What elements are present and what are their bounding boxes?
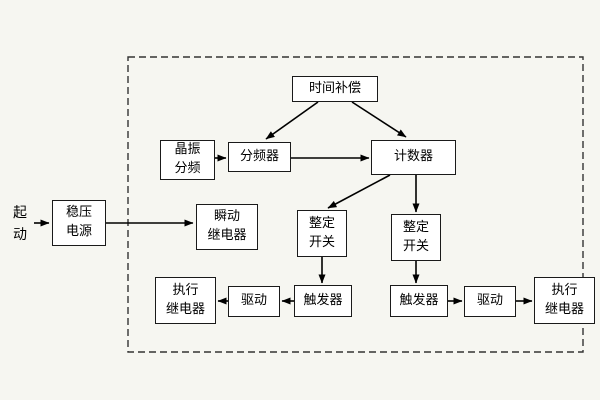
node-setting-switch-left: 整定 开关 (297, 210, 347, 257)
node-instant-relay: 瞬动 继电器 (196, 204, 258, 250)
node-frequency-divider: 分频器 (228, 142, 291, 172)
node-trigger-left: 触发器 (294, 285, 352, 317)
node-drive-left: 驱动 (228, 286, 280, 317)
arrow-timecomp-to-counter (351, 101, 407, 138)
arrow-counter-to-switch-left (327, 174, 391, 209)
start-label: 起 动 (13, 205, 27, 243)
node-trigger-right: 触发器 (390, 285, 448, 317)
node-exec-relay-left: 执行 继电器 (155, 277, 216, 324)
node-drive-right: 驱动 (464, 286, 516, 317)
node-exec-relay-right: 执行 继电器 (534, 277, 595, 324)
node-crystal-divider: 晶振 分频 (160, 140, 215, 180)
node-time-compensation: 时间补偿 (292, 76, 378, 102)
node-counter: 计数器 (371, 140, 456, 175)
node-setting-switch-right: 整定 开关 (391, 214, 441, 261)
node-regulated-power: 稳压 电源 (52, 200, 106, 246)
arrow-timecomp-to-divider (265, 101, 319, 140)
